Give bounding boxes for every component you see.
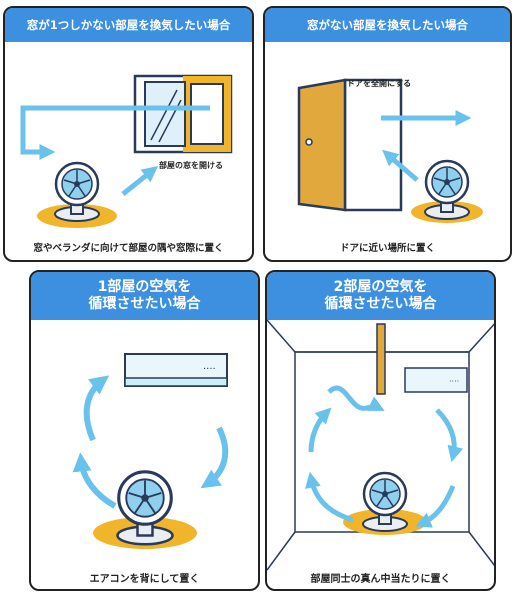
panel-caption: ドアに近い場所に置く (339, 243, 435, 254)
open-door-label: ドアを全開にする (347, 79, 412, 88)
airflow-arrow (305, 471, 354, 523)
panel-title: 窓がない部屋を換気したい場合 (265, 8, 510, 42)
panel-title-line1: 2部屋の空気を (333, 278, 428, 295)
panel-caption: 窓やベランダに向けて部屋の隅や窓際に置く (33, 243, 224, 254)
airflow-arrow (435, 408, 464, 463)
door-ventilation-illustration (297, 78, 483, 223)
air-conditioner-icon (404, 367, 468, 393)
airflow-arrow (327, 385, 385, 411)
fan-icon (423, 159, 471, 221)
panel-no-window-room: 窓がない部屋を換気したい場合 ドアを全開にする ドアに近い場所に置く (263, 6, 512, 262)
airflow-arrow (200, 426, 229, 489)
panel-one-window-room: 窓が1つしかない部屋を換気したい場合 部屋の窓を開ける 窓やベランダに向けて部屋… (3, 6, 254, 262)
window-ventilation-illustration (20, 74, 233, 228)
panel-title-line2: 循環させたい場合 (88, 296, 201, 312)
panel-circulate-one-room: 1部屋の空気を 循環させたい場合 ···· エアコンを背にして置く (29, 270, 260, 591)
airflow-arrow (308, 407, 332, 453)
airflow-arrow (20, 105, 210, 161)
panel-title: 2部屋の空気を 循環させたい場合 (267, 272, 494, 320)
one-room-circulation-illustration: ···· (72, 353, 229, 549)
panel-title-line2: 循環させたい場合 (324, 296, 437, 312)
partition-wall (376, 323, 386, 395)
airflow-arrow (72, 452, 117, 509)
fan-icon (361, 471, 409, 533)
open-window-label: 部屋の窓を開ける (159, 161, 223, 170)
panel-title: 1部屋の空気を 循環させたい場合 (31, 272, 258, 320)
svg-text:····: ···· (449, 377, 459, 386)
two-room-circulation-illustration: ···· (267, 319, 494, 571)
fan-icon (53, 161, 101, 223)
airflow-arrow (415, 485, 456, 528)
panel-caption: エアコンを背にして置く (89, 574, 200, 585)
panel-caption: 部屋同士の真ん中当たりに置く (310, 574, 451, 585)
panel-title-line1: 1部屋の空気を (97, 278, 192, 295)
airflow-arrow (83, 375, 110, 442)
svg-text:····: ···· (203, 364, 216, 375)
airflow-arrow (121, 166, 158, 196)
fan-icon (115, 470, 175, 546)
airflow-arrow (382, 149, 419, 182)
panel-circulate-two-rooms: 2部屋の空気を 循環させたい場合 ···· 部屋同士の真ん中当たりに置く (265, 270, 496, 591)
panel-title: 窓が1つしかない部屋を換気したい場合 (5, 8, 252, 42)
